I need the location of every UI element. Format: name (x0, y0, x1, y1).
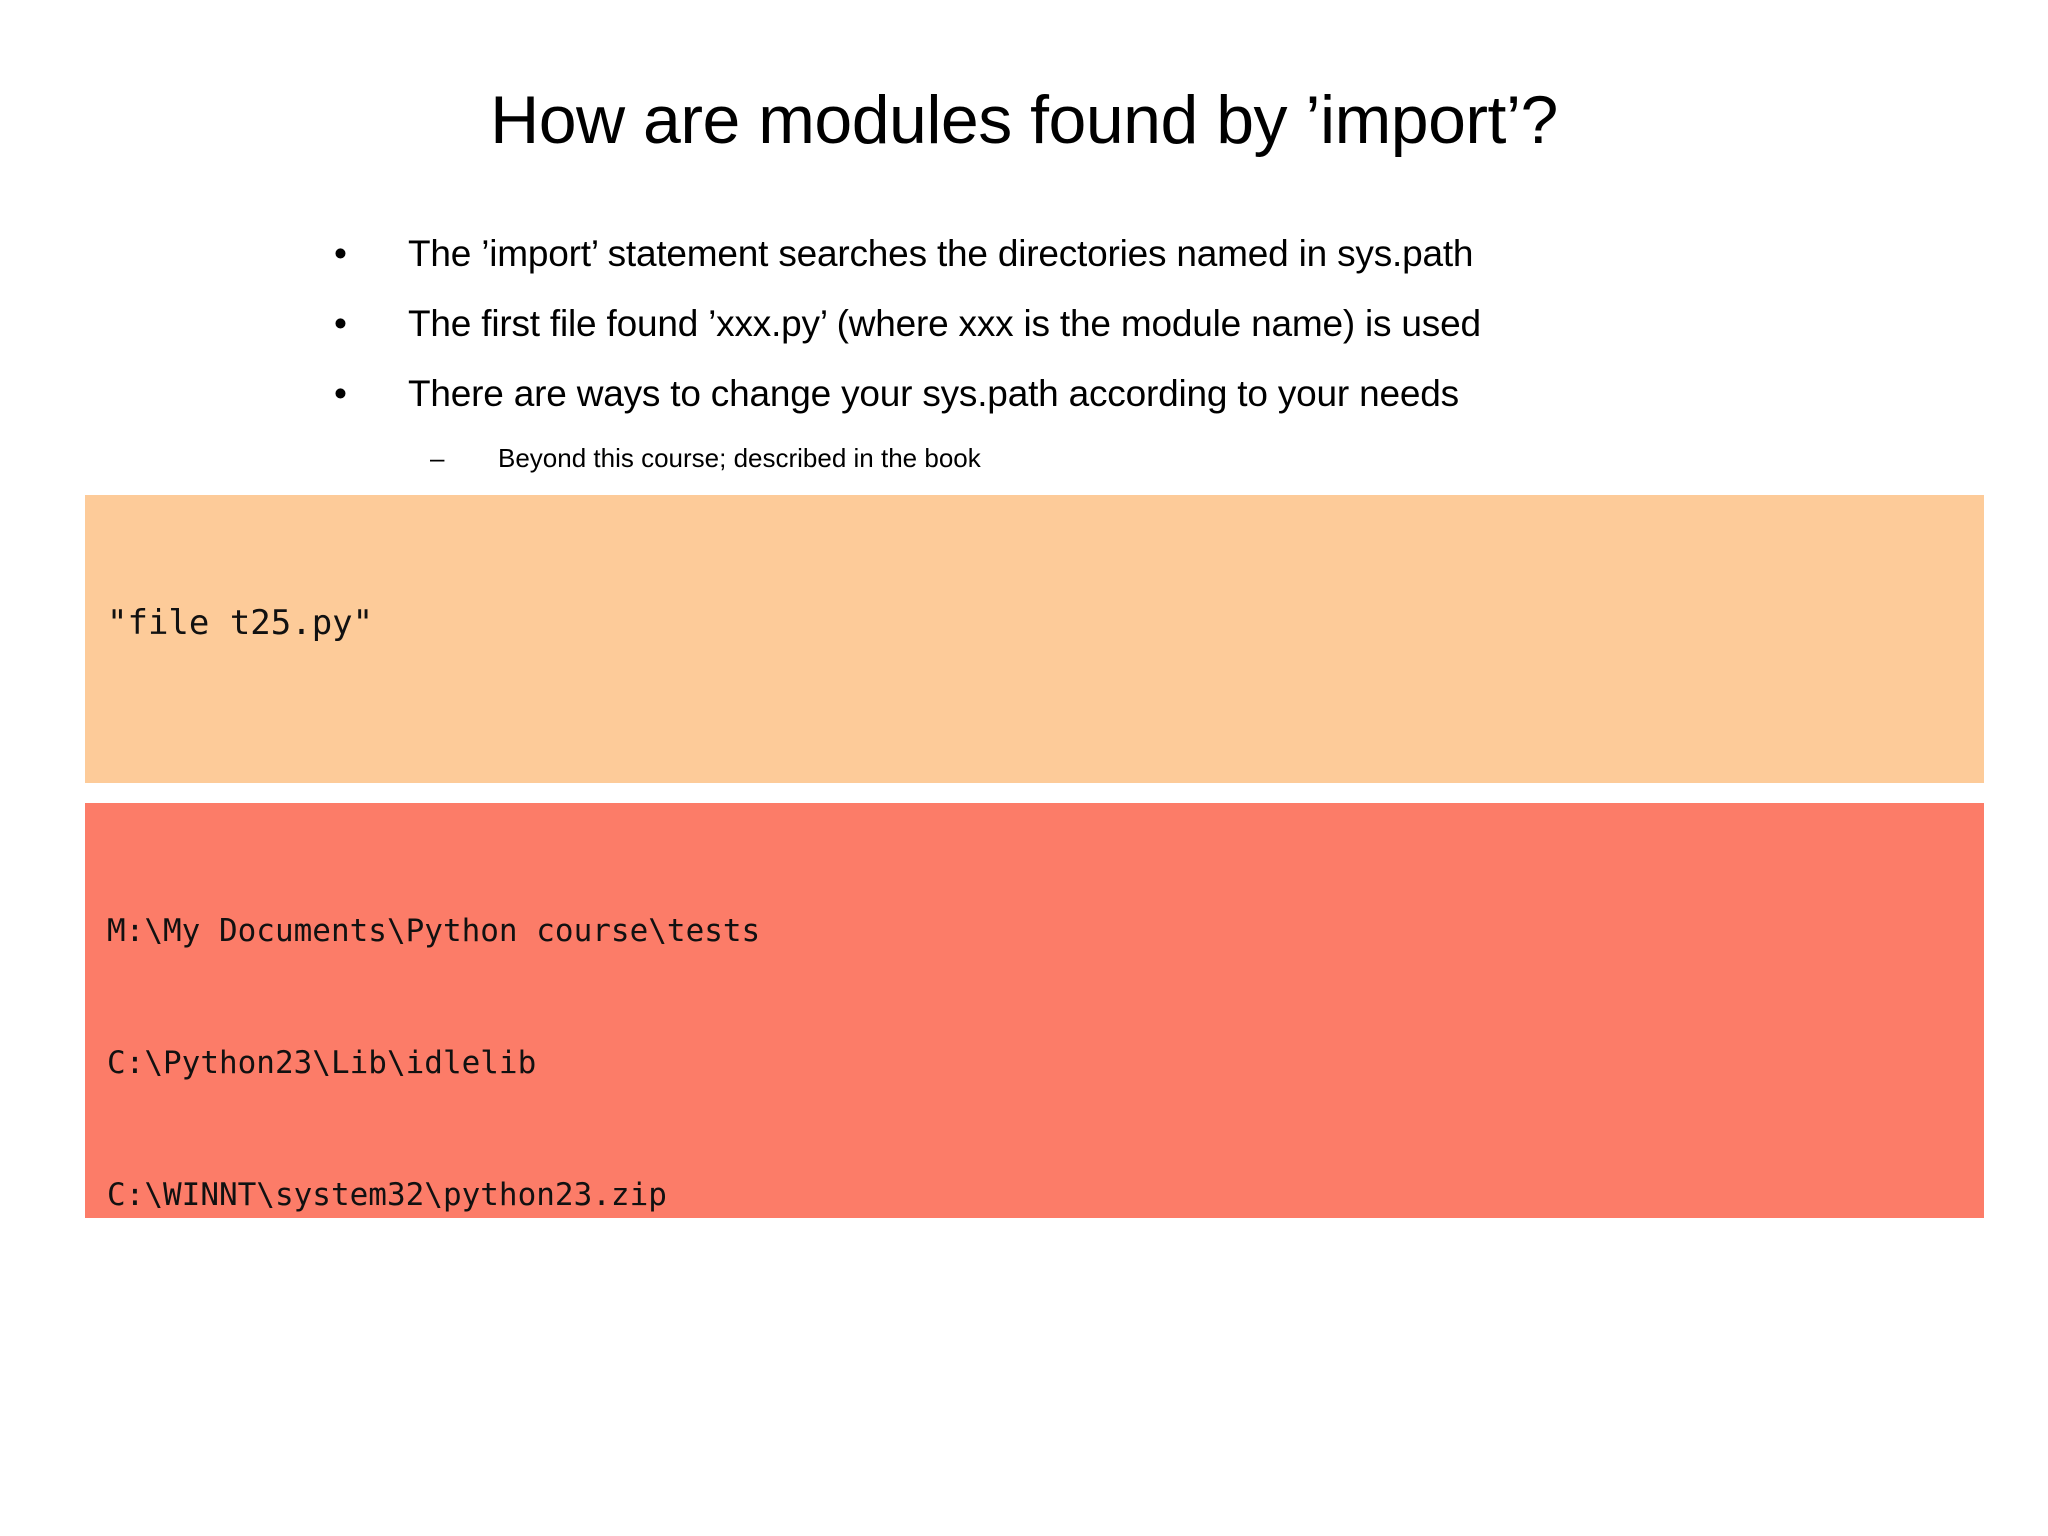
bullet-item-label: The ’import’ statement searches the dire… (408, 233, 1474, 274)
code-line: "file t25.py" (107, 603, 374, 643)
program-output-panel: M:\My Documents\Python course\tests C:\P… (85, 803, 1984, 1218)
bullet-list: • The ’import’ statement searches the di… (320, 228, 1880, 478)
bullet-marker-icon: • (334, 373, 347, 414)
sub-bullet-item-label: Beyond this course; described in the boo… (498, 443, 981, 473)
bullet-item-2: • The first file found ’xxx.py’ (where x… (320, 298, 1880, 350)
bullet-item-label: There are ways to change your sys.path a… (408, 373, 1459, 414)
bullet-marker-icon: • (334, 233, 347, 274)
bullet-item-label: The first file found ’xxx.py’ (where xxx… (408, 303, 1481, 344)
bullet-item-1: • The ’import’ statement searches the di… (320, 228, 1880, 280)
sub-bullet-item-1: – Beyond this course; described in the b… (320, 438, 1880, 478)
output-line: C:\Python23\Lib\idlelib (107, 1045, 537, 1081)
output-line: M:\My Documents\Python course\tests (107, 913, 761, 949)
dash-marker-icon: – (430, 443, 445, 473)
output-line: C:\WINNT\system32\python23.zip (107, 1177, 667, 1213)
bullet-marker-icon: • (334, 303, 347, 344)
bullet-item-3: • There are ways to change your sys.path… (320, 368, 1880, 420)
code-line (107, 733, 1984, 777)
source-code-panel: "file t25.py" import sys for dirname in … (85, 495, 1984, 783)
page-title: How are modules found by ’import’? (490, 82, 1558, 158)
